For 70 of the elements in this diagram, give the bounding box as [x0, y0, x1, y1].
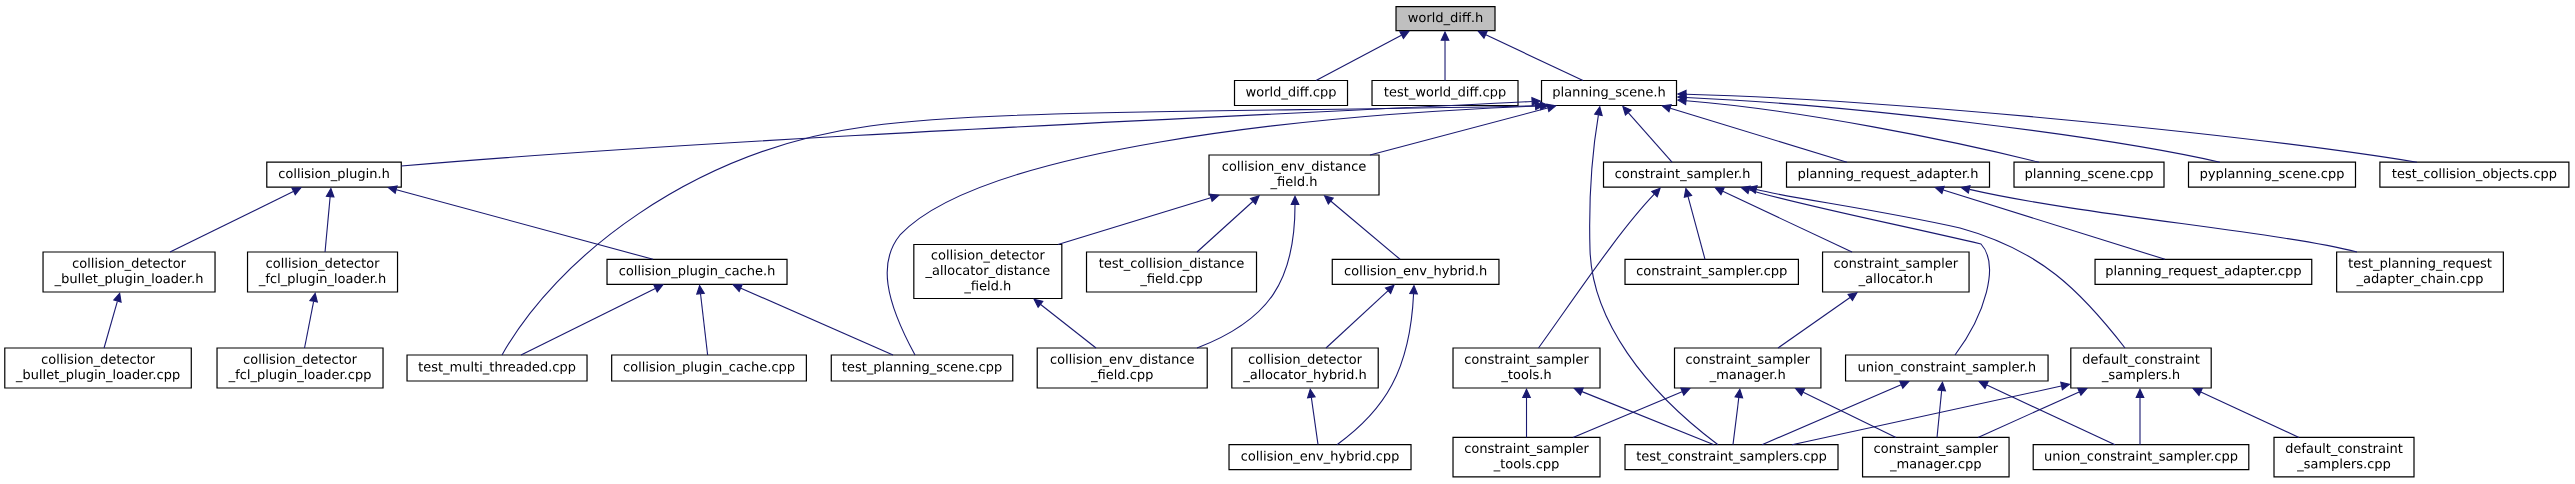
- file-box: test_planning_scene.cpp: [830, 354, 1014, 382]
- file-box: constraint_sampler _tools.h: [1452, 347, 1601, 389]
- file-box: world_diff.cpp: [1233, 79, 1349, 107]
- file-box: collision_detector _bullet_plugin_loader.h: [42, 251, 216, 293]
- arrow: [1977, 387, 2088, 438]
- arrow: [1747, 185, 2126, 349]
- file-box: test_collision_objects.cpp: [2379, 161, 2570, 188]
- file-box: collision_plugin_cache.h: [606, 258, 788, 285]
- file-box: constraint_sampler _manager.cpp: [1861, 436, 2010, 478]
- file-box: union_constraint_sampler.cpp: [2032, 444, 2250, 471]
- arrow: [103, 292, 122, 349]
- arrow: [1196, 195, 1260, 253]
- arrow: [1978, 381, 2116, 446]
- file-box: planning_scene.h: [1540, 79, 1678, 107]
- arrow: [169, 187, 302, 253]
- arrow: [1369, 103, 1557, 156]
- file-box: planning_scene.cpp: [2013, 161, 2165, 188]
- arrow: [1325, 284, 1395, 349]
- file-box: test_world_diff.cpp: [1371, 79, 1519, 107]
- file-box: planning_request_adapter.cpp: [2094, 258, 2313, 285]
- file-box: collision_detector _fcl_plugin_loader.h: [246, 251, 399, 293]
- arrow: [1573, 387, 1715, 446]
- arrow: [520, 284, 664, 356]
- file-box: constraint_sampler _allocator.h: [1821, 251, 1970, 293]
- file-box: collision_env_distance _field.cpp: [1036, 347, 1208, 389]
- file-box: collision_env_distance _field.h: [1208, 154, 1380, 196]
- file-box: pyplanning_scene.cpp: [2187, 161, 2357, 188]
- arrow: [1714, 187, 1853, 253]
- file-box: test_planning_request _adapter_chain.cpp: [2336, 251, 2504, 293]
- file-box: collision_detector _fcl_plugin_loader.cpp: [216, 347, 384, 389]
- file-box: constraint_sampler _tools.cpp: [1452, 436, 1601, 478]
- file-box: collision_detector _bullet_plugin_loader.cpp: [4, 347, 192, 389]
- file-box: default_constraint _samplers.cpp: [2273, 436, 2415, 478]
- file-box: test_collision_distance _field.cpp: [1085, 251, 1258, 293]
- file-box: constraint_sampler.h: [1602, 161, 1763, 188]
- arrow: [1622, 105, 1673, 163]
- arrow: [1477, 30, 1584, 82]
- arrow: [1306, 388, 1319, 446]
- arrow: [732, 284, 894, 356]
- file-box: world_diff.h: [1395, 6, 1496, 32]
- arrow: [1761, 380, 1910, 446]
- file-box: collision_detector _allocator_hybrid.h: [1231, 347, 1379, 389]
- file-box: collision_env_hybrid.cpp: [1228, 444, 1412, 471]
- arrow: [2192, 387, 2300, 438]
- arrow: [1537, 187, 1661, 349]
- file-box: collision_detector _allocator_distance _field.h: [913, 243, 1063, 300]
- arrow: [1934, 185, 2166, 260]
- arrow: [1315, 30, 1410, 82]
- file-box: planning_request_adapter.h: [1785, 161, 1991, 188]
- arrow: [387, 185, 654, 260]
- arrow: [1033, 298, 1097, 349]
- file-box: test_constraint_samplers.cpp: [1624, 444, 1839, 471]
- file-box: collision_plugin_cache.cpp: [611, 354, 807, 382]
- file-box: constraint_sampler _manager.h: [1673, 347, 1822, 389]
- arrow: [886, 101, 1550, 356]
- arrow: [1740, 185, 1990, 356]
- file-box: union_constraint_sampler.h: [1844, 354, 2049, 382]
- file-box: collision_env_hybrid.h: [1331, 258, 1500, 285]
- arrow: [1683, 187, 1706, 260]
- arrow: [1791, 381, 2071, 446]
- arrow: [1777, 292, 1858, 349]
- arrow: [1196, 195, 1300, 349]
- file-box: test_multi_threaded.cpp: [406, 354, 588, 382]
- file-box: constraint_sampler.cpp: [1624, 258, 1799, 285]
- file-box: default_constraint _samplers.h: [2070, 347, 2212, 389]
- arrow: [1572, 387, 1691, 438]
- arrow: [2135, 388, 2145, 446]
- arrow: [1732, 388, 1744, 446]
- arrow: [1057, 193, 1220, 246]
- file-box: collision_plugin.h: [266, 161, 402, 188]
